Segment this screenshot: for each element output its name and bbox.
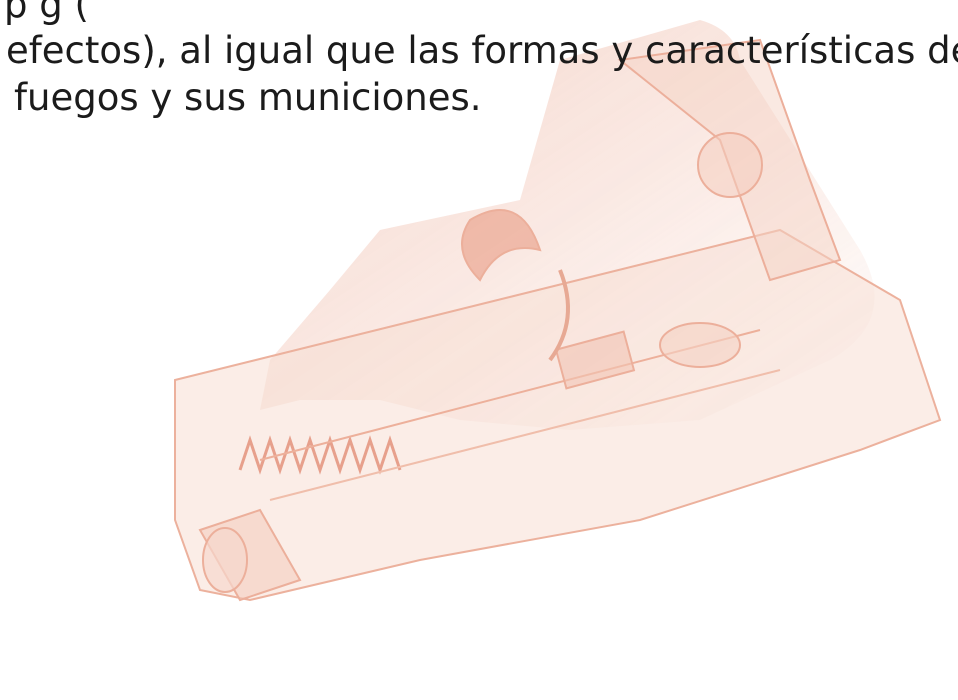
body-text-line-2: efectos), al igual que las formas y cara…: [6, 29, 958, 72]
body-text-line-1: p g (: [4, 0, 89, 26]
pistol-icon: [174, 20, 942, 602]
body-text-line-3: fuegos y sus municiones.: [14, 76, 482, 119]
